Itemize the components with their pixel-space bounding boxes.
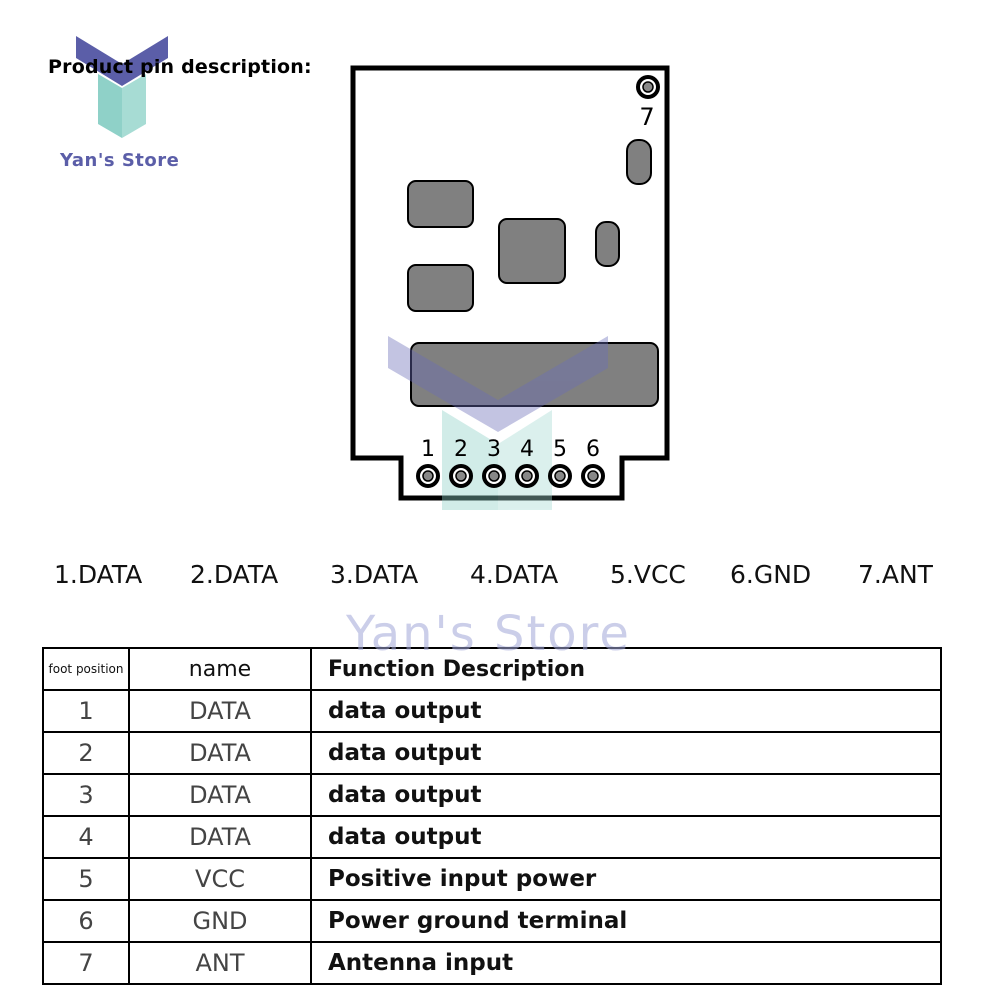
cell-position: 5 [42, 857, 130, 901]
cell-function: Positive input power [310, 857, 942, 901]
table-row: 5 VCC Positive input power [42, 857, 942, 901]
board-pin-label-7: 7 [639, 103, 654, 131]
pin-legend-7: 7.ANT [858, 560, 933, 589]
pin-2-hole [455, 470, 467, 482]
pin-legend-5: 5.VCC [610, 560, 686, 589]
table-row: 6 GND Power ground terminal [42, 899, 942, 943]
board-pin-label-4: 4 [520, 437, 534, 462]
component-capacitor [595, 221, 620, 267]
cell-position: 6 [42, 899, 130, 943]
cell-name: ANT [128, 941, 312, 985]
cell-function: Antenna input [310, 941, 942, 985]
cell-name: DATA [128, 815, 312, 859]
board-pin-label-1: 1 [421, 437, 435, 462]
component-chip [498, 218, 566, 284]
board-pin-label-3: 3 [487, 437, 501, 462]
pin-legend-2: 2.DATA [190, 560, 279, 589]
store-logo: Yan's Store [60, 36, 184, 176]
cell-function: data output [310, 773, 942, 817]
cell-name: DATA [128, 773, 312, 817]
component-resistor [626, 139, 652, 185]
pin-5-hole [554, 470, 566, 482]
store-logo-text: Yan's Store [60, 150, 180, 171]
table-row: 2 DATA data output [42, 731, 942, 775]
cell-position: 7 [42, 941, 130, 985]
component-1 [407, 180, 474, 228]
cell-function: data output [310, 815, 942, 859]
component-crystal [410, 342, 659, 407]
pin-1-hole [422, 470, 434, 482]
cell-function: Power ground terminal [310, 899, 942, 943]
pin-3-hole [488, 470, 500, 482]
pin-legend-4: 4.DATA [470, 560, 559, 589]
header-function: Function Description [310, 647, 942, 691]
cell-position: 3 [42, 773, 130, 817]
cell-name: GND [128, 899, 312, 943]
pin-legend-6: 6.GND [730, 560, 812, 589]
pin-6-hole [587, 470, 599, 482]
table-header-row: foot position name Function Description [42, 647, 942, 691]
table-row: 4 DATA data output [42, 815, 942, 859]
pin-4-hole [521, 470, 533, 482]
pin-legend: 1.DATA 2.DATA 3.DATA 4.DATA 5.VCC 6.GND … [0, 560, 1000, 594]
cell-position: 4 [42, 815, 130, 859]
pin-table: foot position name Function Description … [42, 647, 942, 985]
cell-position: 2 [42, 731, 130, 775]
component-2 [407, 264, 474, 312]
cell-position: 1 [42, 689, 130, 733]
board-pin-label-2: 2 [454, 437, 468, 462]
cell-name: VCC [128, 857, 312, 901]
board-pin-label-6: 6 [586, 437, 600, 462]
pin-legend-3: 3.DATA [330, 560, 419, 589]
table-row: 1 DATA data output [42, 689, 942, 733]
cell-name: DATA [128, 689, 312, 733]
cell-name: DATA [128, 731, 312, 775]
pin-legend-1: 1.DATA [54, 560, 143, 589]
cell-function: data output [310, 689, 942, 733]
store-logo-icon [76, 36, 168, 138]
table-row: 7 ANT Antenna input [42, 941, 942, 985]
cell-function: data output [310, 731, 942, 775]
header-name: name [128, 647, 312, 691]
page-heading: Product pin description: [48, 56, 312, 78]
table-row: 3 DATA data output [42, 773, 942, 817]
header-foot-position: foot position [42, 647, 130, 691]
board-pin-label-5: 5 [553, 437, 567, 462]
